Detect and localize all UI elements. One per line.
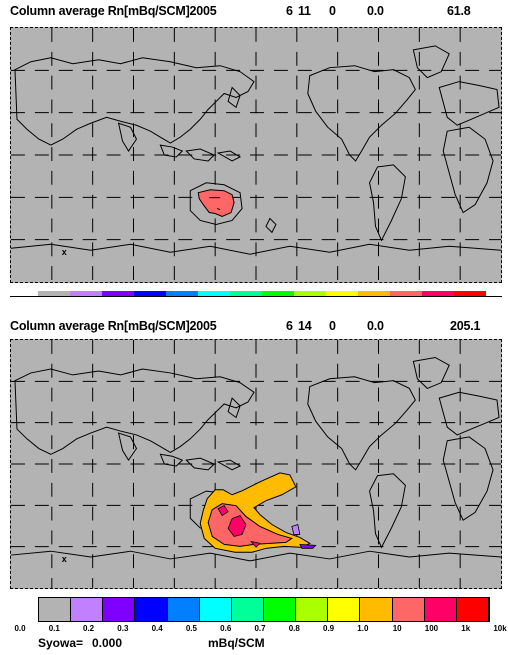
panel-1-hour: 0: [329, 4, 336, 18]
panel-1-day: 11: [298, 4, 311, 18]
panel-2-colorbar: [38, 597, 490, 622]
panel-1-colorbar: [38, 291, 486, 296]
colorbar-swatch: [294, 291, 326, 296]
colorbar-tick-label: 0.3: [117, 624, 129, 633]
panel-2-concentration-plume: [199, 472, 317, 553]
colorbar-swatch: [39, 598, 72, 621]
panel-1-graticule: [11, 28, 501, 282]
colorbar-swatch: [392, 598, 425, 621]
panel-2-month: 6: [286, 319, 293, 333]
panel-2-graticule: [11, 340, 501, 588]
colorbar-swatch: [231, 598, 264, 621]
panel-2-map: x: [10, 339, 502, 589]
colorbar-swatch: [296, 598, 329, 621]
panel-1-map: x: [10, 27, 502, 283]
colorbar-swatch: [134, 291, 166, 296]
station-unit: mBq/SCM: [208, 636, 265, 650]
colorbar-swatch: [198, 291, 230, 296]
panel-1-concentration-plume: [197, 189, 235, 218]
colorbar-tick-label: 0.4: [151, 624, 163, 633]
colorbar-tick-label: 1k: [461, 624, 471, 633]
panel-2-title: Column average Rn[mBq/SCM]2005 6 14 0 0.…: [10, 319, 502, 337]
panel-1-station-marker: x: [62, 247, 67, 257]
colorbar-swatch: [360, 598, 393, 621]
colorbar-tick-label: 0.0: [14, 624, 26, 633]
colorbar-swatch: [422, 291, 454, 296]
panel-2-level: 0.0: [367, 319, 384, 333]
colorbar-swatch: [390, 291, 422, 296]
colorbar-swatch: [454, 291, 486, 296]
colorbar-tick-label: 100: [424, 624, 439, 633]
panel-2-coastlines: [11, 356, 501, 562]
colorbar-tick-label: 10k: [493, 624, 507, 633]
panel-2-station-marker: x: [62, 554, 67, 564]
panel-1-level: 0.0: [367, 4, 384, 18]
colorbar-tick-label: 0.7: [254, 624, 266, 633]
station-value: 0.000: [92, 636, 123, 650]
panel-1-map-graphic: x: [11, 28, 501, 282]
colorbar-tick-label: 0.2: [83, 624, 95, 633]
station-label: Syowa=: [38, 636, 84, 650]
colorbar-swatch: [103, 598, 136, 621]
colorbar-swatch: [71, 598, 104, 621]
colorbar-swatch: [424, 598, 457, 621]
colorbar-tick-label: 0.1: [48, 624, 60, 633]
colorbar-tick-label: 0.8: [288, 624, 300, 633]
panel-1-title-label: Column average Rn[mBq/SCM]2005: [10, 4, 217, 18]
panel-2-max-value: 205.1: [450, 319, 481, 333]
colorbar-tick-label: 1.0: [357, 624, 369, 633]
colorbar-tick-label: 0.9: [323, 624, 335, 633]
panel-1-coastlines: [11, 45, 501, 255]
colorbar-swatch: [166, 291, 198, 296]
panel-1-month: 6: [286, 4, 293, 18]
colorbar-swatch: [38, 291, 70, 296]
colorbar-swatch: [358, 291, 390, 296]
colorbar-swatch: [199, 598, 232, 621]
colorbar-tick-labels: 0.0 0.1 0.2 0.3 0.4 0.5 0.6 0.7 0.8 0.9 1.0 10 100 1k…: [14, 624, 506, 636]
panel-1-colorbar-line: [10, 296, 502, 297]
colorbar-swatch: [230, 291, 262, 296]
panel-1-title: Column average Rn[mBq/SCM]2005 6 11 0 0.…: [10, 4, 502, 22]
panel-2-title-label: Column average Rn[mBq/SCM]2005: [10, 319, 217, 333]
colorbar-swatch: [456, 598, 489, 621]
colorbar-tick-label: 10: [392, 624, 402, 633]
colorbar-swatch: [102, 291, 134, 296]
colorbar-tick-label: 0.6: [220, 624, 232, 633]
colorbar-swatch: [328, 598, 361, 621]
colorbar-swatch: [262, 291, 294, 296]
colorbar-swatch: [70, 291, 102, 296]
panel-2-hour: 0: [329, 319, 336, 333]
colorbar-tick-label: 0.5: [185, 624, 197, 633]
panel-2-day: 14: [298, 319, 312, 333]
colorbar-swatch: [135, 598, 168, 621]
colorbar-swatch: [167, 598, 200, 621]
panel-1-max-value: 61.8: [447, 4, 471, 18]
colorbar-swatch: [326, 291, 358, 296]
colorbar-swatch: [263, 598, 297, 621]
panel-2-map-graphic: x: [11, 340, 501, 588]
